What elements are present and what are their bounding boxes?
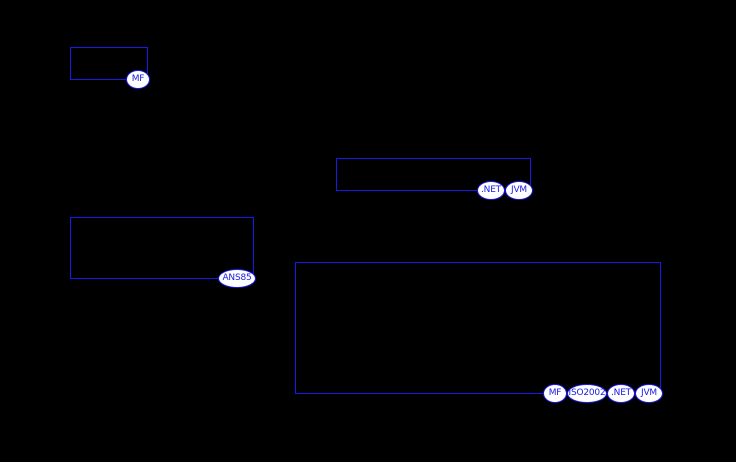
badge-net[interactable]: .NET — [607, 384, 635, 403]
diagram-node-1[interactable] — [70, 47, 148, 80]
diagram-node-4[interactable] — [295, 262, 661, 394]
diagram-node-3-badges: ANS85 — [218, 269, 256, 288]
badge-net[interactable]: .NET — [477, 181, 505, 200]
badge-jvm[interactable]: JVM — [505, 181, 533, 200]
badge-ans85[interactable]: ANS85 — [218, 269, 256, 288]
diagram-node-2[interactable] — [336, 158, 531, 191]
badge-jvm[interactable]: JVM — [635, 384, 663, 403]
badge-iso2002[interactable]: ISO2002 — [567, 384, 607, 403]
badge-mf[interactable]: MF — [543, 384, 567, 403]
diagram-node-3[interactable] — [70, 217, 254, 279]
badge-mf[interactable]: MF — [126, 70, 150, 89]
diagram-node-1-badges: MF — [126, 70, 150, 89]
